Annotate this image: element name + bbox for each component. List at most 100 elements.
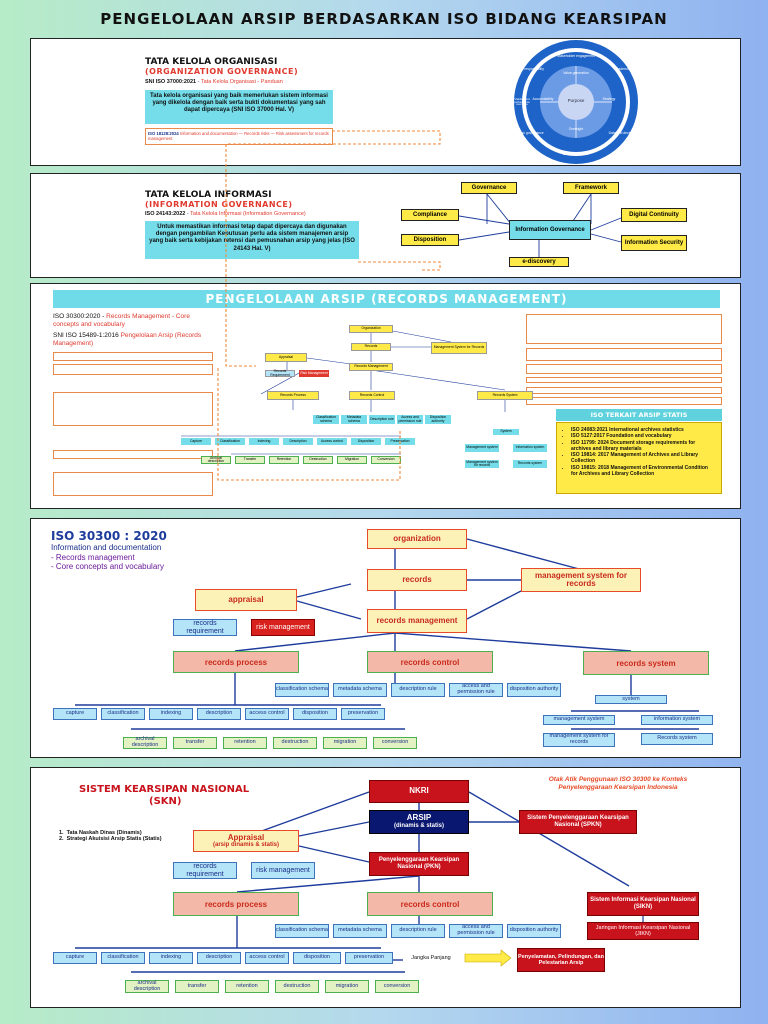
mini-sys2-item: Information system [513,444,547,452]
mini-ctrl-item: Metadata schema [341,415,367,424]
panel-skn: SISTEM KEARSIPAN NASIONAL (SKN) Otak Ati… [30,767,741,1008]
iso-sys2-item: Records system [641,733,713,745]
mini-proc-item: Classification [215,438,245,445]
wheel-outer-2: Leadership [614,67,632,72]
jangka-arrow [464,949,512,967]
mini-ctrl-item: Description rule [369,415,395,424]
mini-proc-item: Indexing [249,438,279,445]
rm-note-8 [526,364,722,374]
info-gov-heading: TATA KELOLA INFORMASI [145,190,272,200]
wheel-inner-3: Oversight [568,127,584,132]
org-gov-ref: SNI ISO 37000:2021 - Tata Kelola Organis… [145,79,283,85]
skn-nkri: NKRI [369,780,469,803]
mini-proc-item: Access control [317,438,347,445]
mini-proc2-item: Transfer [235,456,265,464]
skn-proc-item: preservation [345,952,393,964]
iso-proc2-item: archival description [123,736,167,749]
iso-records: records [367,569,467,591]
skn-list-item: Tata Naskah Dinas (Dinamis) [66,830,142,836]
mini-proc-item: Preservation [385,438,415,445]
panel-iso30300: ISO 30300 : 2020 Information and documen… [30,518,741,758]
mini-appraisal: Appraisal [265,353,307,362]
mini-proc2-item: Migration [337,456,367,464]
mini-sys: System [493,429,519,435]
skn-appraisal: Appraisal (arsip dinamis & statis) [193,830,299,852]
iso30300-sub3: - Core concepts and vocabulary [51,562,164,572]
mini-proc-item: Description [283,438,313,445]
skn-jikn: Jaringan Informasi Kearsipan Nasional (J… [587,922,699,940]
static-iso-item: ISO 19815: 2018 Management of Environmen… [571,465,715,478]
iso30300-title: ISO 30300 : 2020 [51,529,167,543]
iso-proc2-item: transfer [173,737,217,749]
wheel-inner-1: Value generation [563,71,589,76]
mini-sys3-item: Management system for records [465,459,499,468]
skn-proc-item: classification [101,952,145,964]
iso-mgmt-system: management system for records [521,568,641,592]
wheel-outer-6: Viability and performance over time [514,96,530,107]
iso-records-management: records management [367,609,467,633]
rm-note-3 [53,392,213,426]
page-title: PENGELOLAAN ARSIP BERDASARKAN ISO BIDANG… [100,10,668,28]
iso30300-connectors [75,538,699,730]
mini-system: Records System [477,391,533,400]
skn-arsip-sub: (dinamis & statis) [393,823,444,830]
mini-proc2-item: Archival description [201,456,231,464]
iso-proc-item: preservation [341,708,385,720]
skn-proc2-item: destruction [275,980,319,993]
static-iso-item: ISO 19814: 2017 Management of Archives a… [571,452,715,465]
org-gov-subheading: (ORGANIZATION GOVERNANCE) [145,67,299,76]
panel-records-management: PENGELOLAAN ARSIP (RECORDS MANAGEMENT) I… [30,283,741,509]
org-gov-quote: Tata kelola organisasi yang baik memerlu… [145,90,333,124]
rm-note-2 [53,364,213,375]
skn-list-item: Strategi Akuisisi Arsip Statis (Statis) [66,836,162,842]
rm-ref1: ISO 30300:2020 - Records Management - Co… [53,313,190,328]
skn-penyelamatan: Penyelamatan, Pelindungan, dan Pelestari… [517,948,605,972]
skn-proc-item: capture [53,952,97,964]
wheel-outer-5: Social responsibility [514,67,544,72]
rm-note-9 [526,377,722,383]
iso-ctrl-item: disposition authority [507,683,561,697]
info-gov-governance: Governance [461,182,517,194]
mini-risk: Risk Management [299,370,329,377]
wheel-inner-4: Accountability [532,97,554,102]
wheel-center: Purpose [567,97,585,103]
info-gov-disposition: Disposition [401,234,459,246]
iso-records-process: records process [173,651,299,673]
rm-note-6 [526,314,722,344]
skn-proc2-item: conversion [375,980,419,993]
static-iso-item: ISO 5127:2017 Foundation and vocabulary [571,433,715,439]
rm-note-7 [526,348,722,361]
iso-proc-item: disposition [293,708,337,720]
skn-arsip: ARSIP (dinamis & statis) [369,810,469,834]
rm-note-4 [53,450,213,459]
iso-ctrl-item: metadata schema [333,683,387,697]
skn-title2: (SKN) [149,796,182,807]
skn-proc2-item: transfer [175,980,219,993]
iso-proc2-item: migration [323,737,367,749]
skn-ctrl-item: description rule [391,924,445,938]
panel-organization-governance: TATA KELOLA ORGANISASI (ORGANIZATION GOV… [30,38,741,166]
iso-records-requirement: records requirement [173,619,237,636]
iso-records-system: records system [583,651,709,675]
mini-proc2-item: Destruction [303,456,333,464]
static-iso-list: ISO 24083:2021 International archives st… [556,422,722,494]
iso30300-desc: Information and documentation - Records … [51,543,164,572]
rm-ref2: SNI ISO 15489-1:2016 Pengelolaan Arsip (… [53,332,202,347]
iso-proc2-item: destruction [273,737,317,749]
info-gov-center: Information Governance [509,220,591,240]
skn-ctrl-item: metadata schema [333,924,387,938]
skn-proc2-item: retention [225,980,269,993]
skn-ctrl-item: access and permission rule [449,924,503,938]
mini-proc2-item: Retention [269,456,299,464]
mini-control: Records Control [349,391,395,400]
skn-sikn: Sistem Informasi Kearsipan Nasional (SIK… [587,892,699,916]
info-gov-security: Information Security [621,235,687,251]
iso30300-sub2: - Records management [51,552,135,562]
wheel-inner-2: Strategy [602,97,616,102]
iso-sys-item: information system [641,715,713,725]
skn-records-requirement: records requirement [173,862,237,879]
mini-proc-item: Capture [181,438,211,445]
skn-proc-item: description [197,952,241,964]
mini-proc2-item: Conversion [371,456,401,464]
static-iso-head: ISO TERKAIT ARSIP STATIS [556,409,722,421]
